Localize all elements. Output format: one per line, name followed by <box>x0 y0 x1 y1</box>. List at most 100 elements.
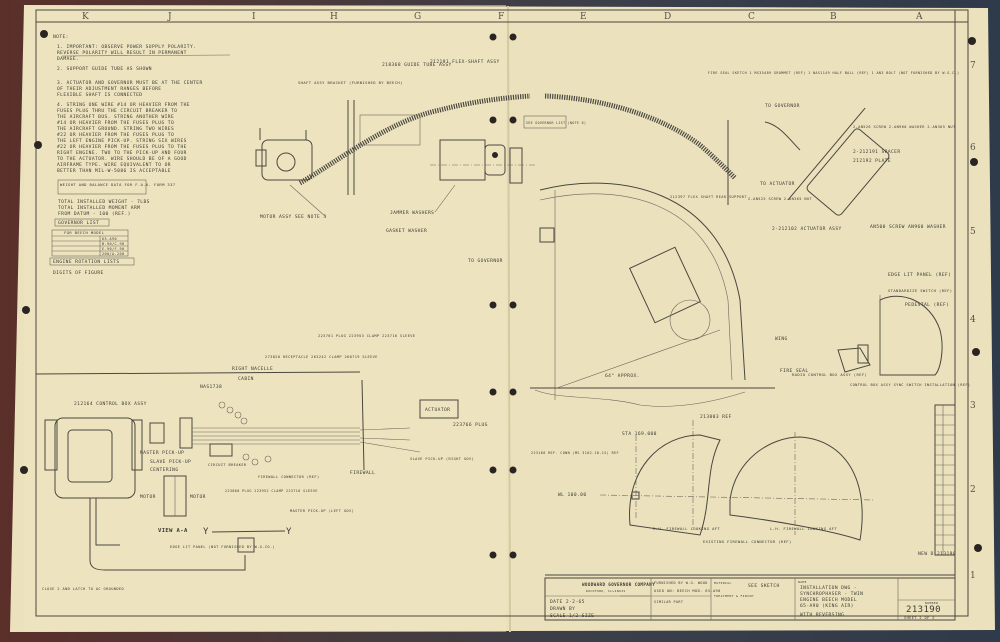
note-line: 2. SUPPORT GUIDE TUBE AS SHOWN <box>57 66 152 72</box>
treatment-label: TREATMENT & FINISH <box>714 594 754 598</box>
col-D: D <box>664 12 671 22</box>
note-line: THE LEFT ENGINE PICK-UP. STRING SIX WIRE… <box>57 138 187 144</box>
callout-centering: CENTERING <box>150 467 179 473</box>
label-right-nacelle: RIGHT NACELLE <box>232 366 273 372</box>
callout-shaft-bracket: SHAFT ASSY BRACKET (FURNISHED BY BEECH) <box>298 80 403 85</box>
callout-wing: WING <box>775 336 788 342</box>
control-box-window <box>67 429 113 483</box>
hole <box>34 141 42 149</box>
note-line: THE AIRCRAFT GROUND. STRING TWO WIRES <box>57 126 174 132</box>
left-governor-motor <box>255 128 313 181</box>
note-line: THE AIRCRAFT BUS. STRING ANOTHER WIRE <box>57 114 174 120</box>
row-7: 7 <box>970 61 976 71</box>
row-5: 5 <box>970 227 976 237</box>
shaft-bracket <box>347 100 421 195</box>
callout-flex-support: 212397 FLEX SHAFT REAR SUPPORT <box>670 195 747 199</box>
nacelle-boundary <box>35 371 361 375</box>
col-B: B <box>830 12 837 22</box>
similar-part-field: SIMILAR PART <box>654 600 683 604</box>
col-C: C <box>748 12 755 22</box>
title-block: WOODWARD GOVERNOR COMPANY ROCKFORD, ILLI… <box>544 574 956 621</box>
label-actuator: ACTUATOR <box>425 407 450 413</box>
col-E: E <box>580 12 587 22</box>
bolt <box>492 152 498 158</box>
nacelle-section <box>530 182 775 407</box>
note-line: 3. ACTUATOR AND GOVERNOR MUST BE AT THE … <box>57 80 203 86</box>
note-line: BETTER THAN MIL-W-5086 IS ACCEPTABLE <box>57 168 171 174</box>
callout-guide-tube: 218368 GUIDE TUBE ASSY <box>382 62 452 68</box>
note-line: OF THEIR ADJUSTMENT RANGES BEFORE <box>57 86 161 92</box>
note-line: RIGHT ENGINE. TWO TO THE PICK-UP AND FOU… <box>57 150 187 156</box>
callout-to-governor-2: TO GOVERNOR <box>468 258 503 264</box>
note7-box <box>49 257 135 266</box>
row-4: 4 <box>970 315 976 325</box>
material-value: SEE SKETCH <box>748 583 780 589</box>
drawing-name-line: WITH REVERSING <box>800 612 844 618</box>
binding-holes <box>20 30 982 559</box>
callout-master-pickup: MASTER PICK-UP <box>140 450 184 456</box>
label-view-aa: VIEW A-A <box>158 528 188 534</box>
drawn-by-field: DRAWN BY <box>550 606 575 612</box>
furnished-field: FURNISHED BY W.G. WOOD <box>654 581 708 585</box>
label-firewall: FIREWALL <box>350 470 375 476</box>
callout-edge-lit-2: EDGE LIT PANEL (REF) <box>888 272 951 278</box>
actuator-body <box>806 128 890 216</box>
callout-firewall-connector: FIREWALL CONNECTOR (REF) <box>258 475 320 479</box>
table-cell: B-90/C-90 <box>102 242 125 246</box>
hole <box>970 158 978 166</box>
callout-radio-control: RADIO CONTROL BOX ASSY (REF) <box>792 372 867 377</box>
governor-table: FOR BEECH MODEL 65-A90 B-90/C-90 E-90/F-… <box>51 229 129 257</box>
revision-entry: NEW D 213190 <box>918 551 956 557</box>
ground-cable <box>89 498 246 571</box>
terminal <box>264 455 272 463</box>
note-line: #22 OR HEAVIER FROM THE FUSES PLUG TO TH… <box>57 144 187 150</box>
hole <box>968 37 976 45</box>
firewall-views <box>599 420 876 541</box>
callout-station: STA 169.000 <box>622 431 657 437</box>
callout-to-governor: TO GOVERNOR <box>765 103 800 109</box>
flex-shaft-right <box>544 93 737 180</box>
hole <box>509 116 517 124</box>
table-cell: E-90/F-90 <box>102 247 125 251</box>
connector-mark <box>631 491 640 500</box>
motor-gear <box>276 152 296 172</box>
callout-see-governor: SEE GOVERNOR LIST (NOTE 6) <box>526 121 586 125</box>
callout-ground-note: CLOSE 2 AND LATCH TO AC GROUNDED <box>42 587 124 591</box>
pedestal-outline <box>879 295 943 376</box>
note-line: REVERSE POLARITY WILL RESULT IN PERMANEN… <box>57 50 187 56</box>
actuator-mount <box>787 107 866 201</box>
panel <box>837 347 871 373</box>
terminal <box>251 458 259 466</box>
view-aa-connector <box>163 475 187 517</box>
note7-line: DIGITS OF FIGURE <box>53 270 104 276</box>
hole <box>489 466 497 474</box>
title-frame <box>544 577 956 621</box>
governor-cable <box>764 121 801 151</box>
drawing-number: 213190 <box>906 605 941 615</box>
callout-standardize: STANDARDIZE SWITCH (REF) <box>888 288 952 293</box>
circuit-breaker <box>209 443 233 457</box>
wire-harness <box>192 427 360 445</box>
row-3: 3 <box>970 401 976 411</box>
col-H: H <box>330 12 338 22</box>
callout-spacer: 2-212191 SPACER <box>853 149 901 155</box>
revision-frame <box>934 404 956 556</box>
note5-box <box>57 179 147 195</box>
callout-circuit-breaker: CIRCUIT BREAKER <box>208 463 247 467</box>
lh-firewall <box>729 436 863 541</box>
actuator-box <box>419 399 459 419</box>
note-line: FUSES PLUG THRU THE CIRCUIT BREAKER TO <box>57 108 177 114</box>
note5-text: WEIGHT AND BALANCE DATA FOR F.A.A. FORM … <box>60 182 176 187</box>
actuator-assembly <box>787 107 890 216</box>
hole <box>489 388 497 396</box>
callout-screw-nut: 2-AN525 SCREW 2-AN365 NUT <box>748 197 813 201</box>
hole <box>489 116 497 124</box>
callout-actuator-assy: 2-212102 ACTUATOR ASSY <box>772 226 842 232</box>
wire-harness-right <box>359 427 421 453</box>
drawing-name-line: INSTALLATION DWG - <box>800 585 857 591</box>
sheet-number: SHEET 2 OF 2 <box>904 616 935 620</box>
callout-motor-left: MOTOR <box>140 494 156 500</box>
callout-part-ref: 213003 REF <box>700 414 732 420</box>
terminal <box>218 401 226 409</box>
